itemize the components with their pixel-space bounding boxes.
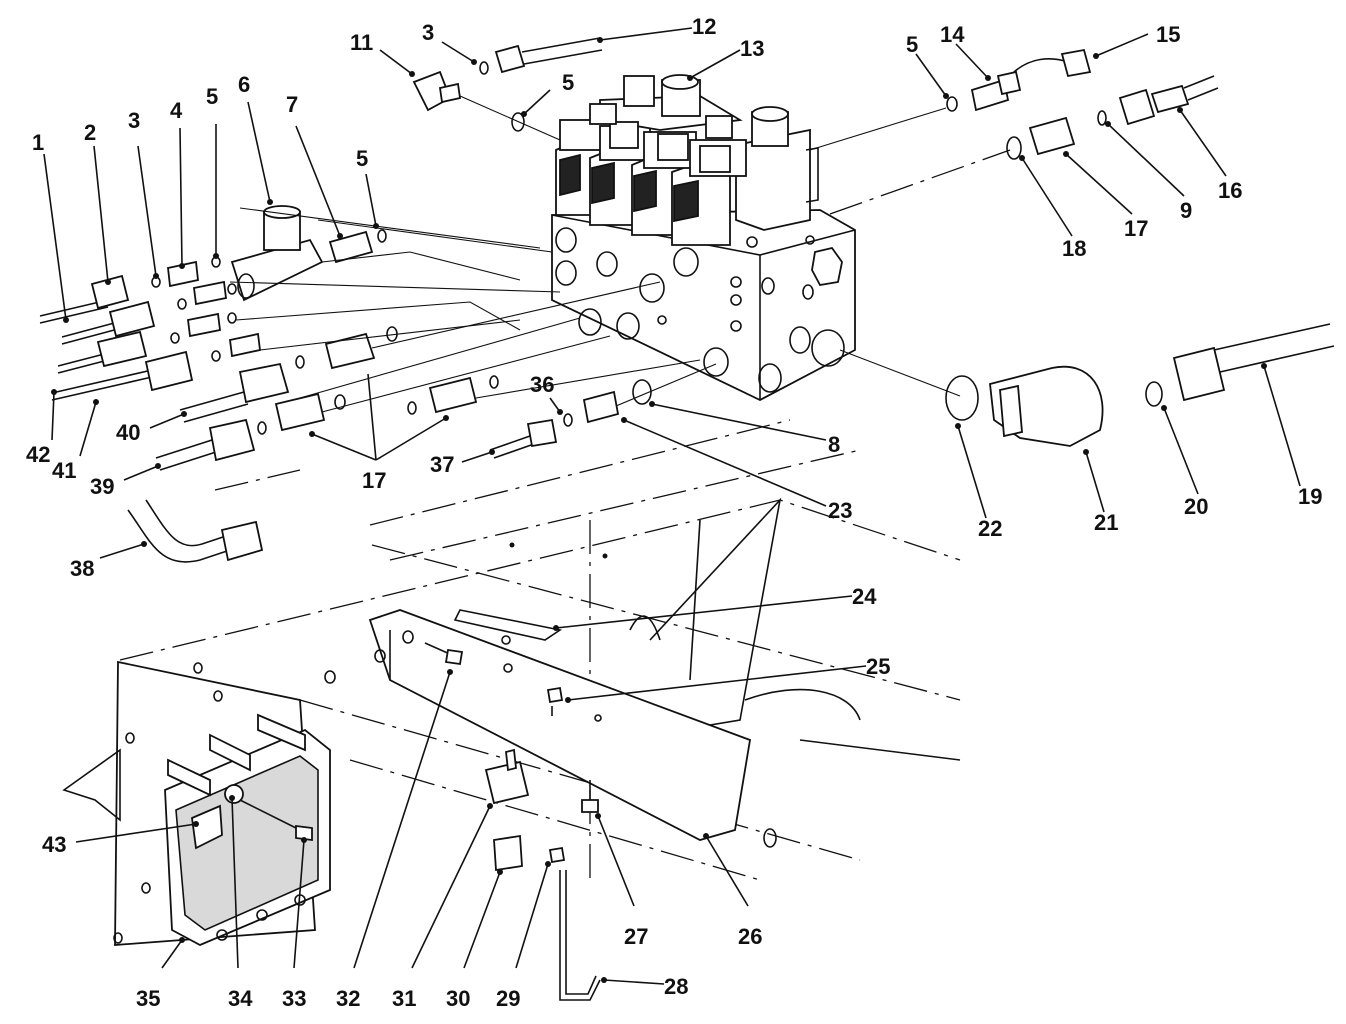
callout-15: 15 xyxy=(1156,22,1180,47)
callout-13: 13 xyxy=(740,36,764,61)
callout-3: 3 xyxy=(422,20,434,45)
callout-11: 11 xyxy=(350,30,373,55)
callout-24: 24 xyxy=(852,584,877,609)
callout-21: 21 xyxy=(1094,510,1118,535)
callout-16: 16 xyxy=(1218,178,1242,203)
callout-42: 42 xyxy=(26,442,50,467)
callout-22: 22 xyxy=(978,516,1002,541)
callout-36: 36 xyxy=(530,372,554,397)
control-module xyxy=(164,713,331,946)
callout-labels: 1 2 3 4 5 6 7 5 11 3 12 5 13 5 14 15 16 … xyxy=(26,14,1322,1011)
callout-32: 32 xyxy=(336,986,360,1011)
callout-35: 35 xyxy=(136,986,160,1011)
callout-5: 5 xyxy=(356,146,368,171)
callout-28: 28 xyxy=(664,974,688,999)
callout-27: 27 xyxy=(624,924,648,949)
callout-19: 19 xyxy=(1298,484,1322,509)
callout-5: 5 xyxy=(206,84,218,109)
callout-5: 5 xyxy=(906,32,918,57)
callout-43: 43 xyxy=(42,832,66,857)
callout-6: 6 xyxy=(238,72,250,97)
callout-18: 18 xyxy=(1062,236,1086,261)
callout-29: 29 xyxy=(496,986,520,1011)
callout-1: 1 xyxy=(32,130,44,155)
callout-30: 30 xyxy=(446,986,470,1011)
fittings-right xyxy=(412,37,1335,447)
callout-9: 9 xyxy=(1180,198,1192,223)
callout-23: 23 xyxy=(828,498,852,523)
valve-manifold xyxy=(551,209,856,402)
callout-8: 8 xyxy=(828,432,840,457)
callout-34: 34 xyxy=(228,986,253,1011)
callout-20: 20 xyxy=(1184,494,1208,519)
leader-lines xyxy=(43,27,1301,985)
callout-17: 17 xyxy=(1124,216,1148,241)
callout-38: 38 xyxy=(70,556,94,581)
callout-17: 17 xyxy=(362,468,386,493)
callout-12: 12 xyxy=(692,14,716,39)
callout-4: 4 xyxy=(170,98,183,123)
callout-2: 2 xyxy=(84,120,96,145)
callout-40: 40 xyxy=(116,420,140,445)
callout-25: 25 xyxy=(866,654,890,679)
callout-39: 39 xyxy=(90,474,114,499)
callout-41: 41 xyxy=(52,458,76,483)
callout-26: 26 xyxy=(738,924,762,949)
callout-31: 31 xyxy=(392,986,416,1011)
callout-37: 37 xyxy=(430,452,454,477)
hardware-bits xyxy=(424,642,601,1001)
callout-7: 7 xyxy=(286,92,298,117)
callout-3: 3 xyxy=(128,108,140,133)
callout-33: 33 xyxy=(282,986,306,1011)
callout-5: 5 xyxy=(562,70,574,95)
solenoid-stack xyxy=(555,74,819,246)
callout-14: 14 xyxy=(940,22,965,47)
